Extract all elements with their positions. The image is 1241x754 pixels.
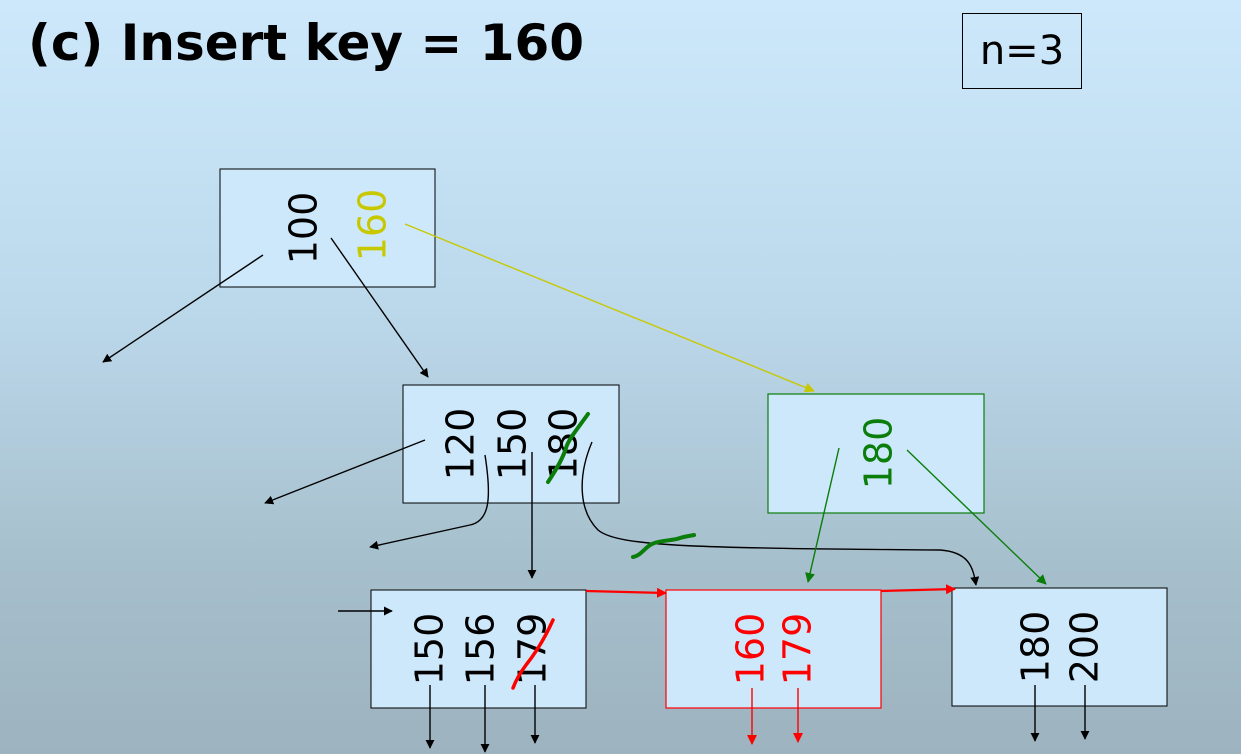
order-label: n=3 (979, 28, 1065, 74)
inner-new-left-pointer (805, 447, 840, 583)
inner-left-key-3: 180 (542, 408, 586, 481)
root-left-pointer (102, 254, 264, 363)
inner-left-pointer-4 (581, 441, 980, 586)
leaf1-key-3: 179 (511, 613, 555, 686)
inner-left-key-1: 120 (439, 408, 483, 481)
leaf1-next-pointer (585, 587, 667, 598)
inner-node-left (402, 384, 620, 504)
leaf3-key-1: 180 (1014, 611, 1058, 684)
root-middle-pointer (330, 237, 429, 378)
leaf-node-2-new (665, 589, 882, 709)
inner-node-new (767, 393, 985, 514)
leaf-node-1 (370, 589, 587, 709)
strike-mark-inner-key (546, 412, 590, 484)
root-key-2: 160 (351, 189, 395, 262)
inner-new-key-1: 180 (857, 417, 901, 490)
leaf2-next-pointer (880, 584, 956, 595)
leaf1-key-1: 150 (408, 613, 452, 686)
root-key-1: 100 (282, 192, 326, 265)
inner-left-pointer-2 (369, 454, 490, 550)
strike-mark-old-pointer (631, 533, 696, 559)
strike-mark-leaf-key (511, 618, 555, 690)
inner-left-pointer-1 (264, 439, 426, 505)
leaf-node-3 (951, 587, 1168, 707)
leaf2-key-2: 179 (776, 613, 820, 686)
leaf1-key-2: 156 (459, 613, 503, 686)
leaf3-key-2: 200 (1063, 611, 1107, 684)
inner-new-right-pointer (906, 449, 1047, 585)
order-label-box: n=3 (962, 13, 1082, 89)
slide-title: (c) Insert key = 160 (28, 14, 585, 72)
inner-left-key-2: 150 (491, 408, 535, 481)
root-node (219, 168, 436, 288)
root-new-key-pointer (404, 223, 815, 393)
leaf2-key-1: 160 (729, 613, 773, 686)
